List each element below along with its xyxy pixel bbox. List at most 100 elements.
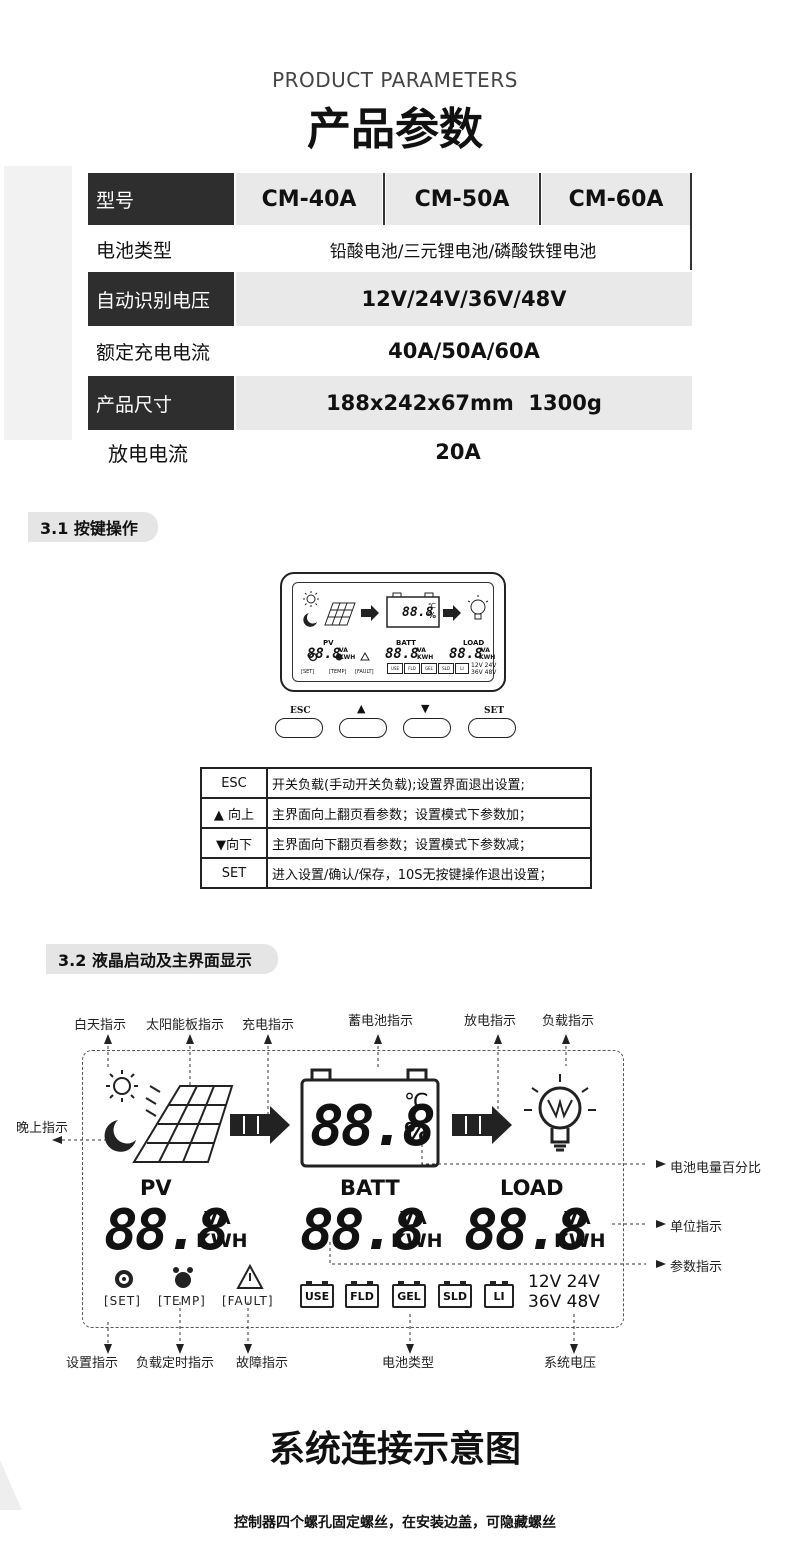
set-label: SET bbox=[484, 706, 505, 716]
system-diagram-title: 系统连接示意图 bbox=[268, 1429, 521, 1470]
annotation-battery-type: 电池类型 bbox=[382, 1356, 435, 1371]
lcd-big-type-fld: FLD bbox=[345, 1281, 379, 1308]
lcd-small-load-digits: 88.8 bbox=[449, 646, 483, 662]
bulb-icon bbox=[467, 595, 489, 620]
table-edge bbox=[690, 173, 692, 270]
solar-panel-icon bbox=[324, 602, 356, 626]
side-strip bbox=[4, 166, 72, 440]
title-cn: 产品参数 bbox=[307, 104, 483, 155]
solar-panel-icon bbox=[132, 1085, 234, 1163]
annotation-fault: 故障指示 bbox=[236, 1356, 289, 1371]
lcd-big-fault: [FAULT] bbox=[222, 1294, 274, 1308]
moon-icon bbox=[104, 1120, 136, 1152]
key-cell: ESC bbox=[200, 767, 268, 799]
lcd-small-type-fld: FLD bbox=[404, 663, 420, 674]
key-cell: ▲ 向上 bbox=[200, 797, 268, 829]
annotation-system-voltage: 系统电压 bbox=[544, 1356, 597, 1371]
model-cm40a: CM-40A bbox=[236, 173, 382, 225]
esc-label: ESC bbox=[290, 706, 311, 716]
table-row: SET 进入设置/确认/保存，10S无按键操作退出设置； bbox=[200, 857, 592, 889]
lcd-small-batt-digits2: 88.8 bbox=[385, 646, 419, 662]
annotation-discharge: 放电指示 bbox=[464, 1014, 517, 1029]
lcd-big-set: [SET] bbox=[104, 1294, 141, 1308]
lcd-big-pv-digits: 88.8 bbox=[104, 1198, 230, 1263]
annotation-unit: 单位指示 bbox=[670, 1220, 723, 1235]
lcd-small-batt-va: VA bbox=[417, 647, 426, 654]
lcd-small-temp: [TEMP] bbox=[329, 669, 347, 675]
gear-icon bbox=[308, 652, 318, 662]
annotation-daytime: 白天指示 bbox=[74, 1018, 127, 1033]
battery-icon bbox=[386, 596, 440, 628]
decorative-shape bbox=[0, 1460, 22, 1510]
lcd-big-load-digits: 88.8 bbox=[464, 1198, 590, 1263]
lcd-big-type-li: LI bbox=[484, 1281, 514, 1308]
lcd-small-type-use: USE bbox=[387, 663, 403, 674]
charge-arrow-icon bbox=[361, 605, 379, 621]
moon-icon bbox=[303, 613, 317, 627]
label-auto-voltage: 自动识别电压 bbox=[88, 272, 234, 326]
system-note: 控制器四个螺孔固定螺丝，在安装边盖，可隐藏螺丝 bbox=[234, 1515, 556, 1531]
lcd-small-pv-kwh: KWH bbox=[339, 654, 356, 661]
annotation-load-timer: 负载定时指示 bbox=[136, 1356, 215, 1371]
model-cm50a: CM-50A bbox=[386, 173, 538, 225]
label-discharge-current: 放电电流 bbox=[108, 441, 188, 466]
lcd-big-batt: BATT bbox=[340, 1176, 400, 1200]
lcd-small-load-kwh: KWH bbox=[479, 654, 496, 661]
lcd-big-batt-digits: 88.8 bbox=[300, 1198, 426, 1263]
lcd-big-load-va: VA bbox=[564, 1208, 591, 1229]
down-button[interactable] bbox=[403, 718, 451, 738]
set-button[interactable] bbox=[468, 718, 516, 738]
lcd-small-type-gel: GEL bbox=[421, 663, 437, 674]
key-cell: ▼向下 bbox=[200, 827, 268, 859]
lcd-frame-big bbox=[82, 1050, 624, 1328]
label-battery-type: 电池类型 bbox=[96, 239, 173, 262]
lcd-big-graphics bbox=[52, 1034, 666, 1354]
annotation-arrowheads bbox=[52, 1034, 666, 1354]
lcd-big-temp: [TEMP] bbox=[158, 1294, 206, 1308]
model-cm60a: CM-60A bbox=[542, 173, 690, 225]
value-auto-voltage: 12V/24V/36V/48V bbox=[236, 272, 692, 326]
warning-icon bbox=[236, 1263, 264, 1289]
model-divider bbox=[383, 173, 385, 225]
lcd-small-load: LOAD bbox=[463, 639, 485, 647]
lcd-big-pv-kwh: KWH bbox=[196, 1230, 248, 1252]
down-label: ▼ bbox=[421, 702, 430, 715]
annotation-solar: 太阳能板指示 bbox=[146, 1018, 225, 1033]
model-divider bbox=[539, 173, 541, 225]
lcd-big-volt2: 36V 48V bbox=[528, 1292, 600, 1312]
annotation-load: 负载指示 bbox=[542, 1014, 595, 1029]
table-row: ▲ 向上 主界面向上翻页看参数；设置模式下参数加； bbox=[200, 797, 592, 829]
value-charge-current: 40A/50A/60A bbox=[388, 339, 540, 363]
lcd-small-batt-digits: 88.8 bbox=[402, 605, 434, 620]
value-discharge-current: 20A bbox=[435, 440, 481, 464]
label-charge-current: 额定充电电流 bbox=[96, 341, 211, 364]
annotation-battery: 蓄电池指示 bbox=[348, 1014, 414, 1029]
lcd-screen-small: 88.8 ℃ % PV BATT LOAD 88.8 VA KWH 88.8 V… bbox=[292, 582, 497, 682]
lcd-big-batt-va: VA bbox=[400, 1208, 427, 1229]
discharge-arrow-icon bbox=[443, 605, 461, 621]
lcd-small-type-li: LI bbox=[455, 663, 469, 674]
up-button[interactable] bbox=[339, 718, 387, 738]
lcd-small-pv: PV bbox=[323, 639, 334, 647]
annotation-battery-pct: 电池电量百分比 bbox=[670, 1161, 762, 1176]
table-row: ▼向下 主界面向下翻页看参数；设置模式下参数减； bbox=[200, 827, 592, 859]
charge-arrow-icon bbox=[230, 1106, 290, 1144]
key-function-table: ESC 开关负载(手动开关负载);设置界面退出设置; ▲ 向上 主界面向上翻页看… bbox=[200, 767, 592, 889]
annotation-charging: 充电指示 bbox=[242, 1018, 295, 1033]
desc-cell: 开关负载(手动开关负载);设置界面退出设置; bbox=[266, 767, 592, 799]
clock-icon bbox=[335, 653, 343, 661]
lcd-small-pv-digits: 88.8 bbox=[307, 646, 341, 662]
lcd-small-load-va: VA bbox=[481, 647, 490, 654]
lcd-big-pv: PV bbox=[140, 1176, 172, 1200]
lcd-big-deg: ℃ bbox=[404, 1090, 429, 1115]
section-title-lcd: 3.2 液晶启动及主界面显示 bbox=[46, 944, 278, 974]
annotation-param: 参数指示 bbox=[670, 1260, 723, 1275]
clock-icon bbox=[173, 1267, 193, 1288]
value-battery-type: 铅酸电池/三元锂电池/磷酸铁锂电池 bbox=[329, 241, 597, 262]
lcd-small-volt1: 12V 24V bbox=[471, 662, 497, 669]
lcd-small-volt2: 36V 48V bbox=[471, 669, 497, 676]
esc-button[interactable] bbox=[275, 718, 323, 738]
lcd-big-volt1: 12V 24V bbox=[528, 1272, 600, 1292]
annotation-setting: 设置指示 bbox=[66, 1356, 119, 1371]
lcd-small-fault: [FAULT] bbox=[355, 669, 374, 675]
